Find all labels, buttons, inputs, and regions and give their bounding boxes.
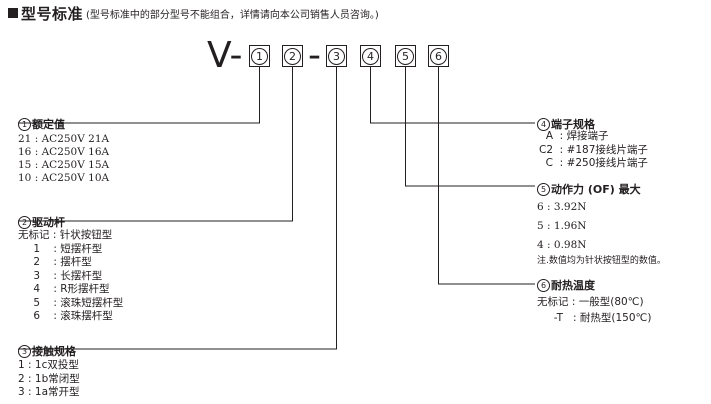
actuator-desc: 滚珠摆杆型 bbox=[60, 310, 113, 322]
actuator-desc: 摆杆型 bbox=[60, 256, 92, 268]
terminal-code: A bbox=[545, 130, 553, 142]
heat-code: -T bbox=[553, 312, 563, 324]
actuator-desc: R形摆杆型 bbox=[60, 283, 110, 295]
actuator-code: 2 bbox=[33, 256, 40, 268]
heat-row: 无标记 : 一般型(80℃) bbox=[537, 296, 644, 308]
actuator-code: 无标记 bbox=[18, 229, 50, 241]
connector-3 bbox=[18, 67, 337, 350]
section-actuator-list: 无标记 : 针状按钮型 1 : 短摆杆型 2 : 摆杆型 3 : 长摆杆型 4 … bbox=[18, 229, 123, 324]
section-heat-title: 耐热温度 bbox=[551, 279, 595, 292]
slot-number-2: 2 bbox=[284, 47, 301, 65]
terminal-desc: #250接线片端子 bbox=[566, 157, 648, 169]
terminal-desc: 焊接端子 bbox=[566, 130, 609, 142]
slot-number-5: 5 bbox=[397, 47, 414, 65]
actuator-desc: 长摆杆型 bbox=[60, 269, 103, 282]
connector-4 bbox=[370, 67, 535, 124]
slot-box-6: 6 bbox=[428, 45, 449, 67]
terminal-code: C bbox=[545, 157, 553, 169]
slot-box-5: 5 bbox=[395, 45, 416, 67]
section-actuator-title: 驱动杆 bbox=[32, 216, 65, 229]
contact-row: 1 : 1c双投型 bbox=[18, 359, 79, 371]
title-square-icon bbox=[8, 8, 18, 18]
force-note: 注.数值均为针状按钮型的数值。 bbox=[537, 256, 666, 266]
actuator-row: 2 : 摆杆型 bbox=[18, 256, 123, 270]
terminal-code: C2 bbox=[538, 143, 553, 156]
section-force-title: 动作力 (OF) 最大 bbox=[551, 183, 641, 196]
terminal-row: C2 : #187接线片端子 bbox=[538, 143, 648, 156]
actuator-desc: 短摆杆型 bbox=[60, 242, 103, 255]
section-rated-number: 1 bbox=[18, 118, 31, 131]
actuator-desc: 滚珠短摆杆型 bbox=[60, 296, 124, 309]
section-rated-list: 21 : AC250V 21A 16 : AC250V 16A 15 : AC2… bbox=[18, 133, 109, 185]
part-prefix: V- bbox=[207, 35, 243, 76]
section-heat-number: 6 bbox=[537, 279, 550, 292]
force-row: 5 : 1.96N bbox=[537, 220, 587, 232]
rated-row: 10 : AC250V 10A bbox=[18, 172, 110, 184]
part-dash: - bbox=[308, 35, 321, 76]
force-row: 4 : 0.98N bbox=[537, 239, 587, 251]
rated-row: 16 : AC250V 16A bbox=[18, 146, 110, 158]
actuator-row: 3 : 长摆杆型 bbox=[18, 270, 123, 284]
actuator-code: 6 bbox=[33, 310, 40, 322]
slot-box-2: 2 bbox=[282, 45, 303, 67]
page-title: 型号标准 bbox=[21, 4, 84, 23]
connector-1 bbox=[18, 67, 260, 124]
actuator-code: 4 bbox=[33, 283, 40, 295]
actuator-code: 3 bbox=[33, 269, 40, 282]
actuator-row: 5 : 滚珠短摆杆型 bbox=[18, 297, 123, 311]
section-contact-list: 1 : 1c双投型 2 : 1b常闭型 3 : 1a常开型 bbox=[18, 359, 80, 400]
title-row: 型号标准 (型号标准中的部分型号不能组合，详情请向本公司销售人员咨询。) bbox=[8, 4, 379, 23]
terminal-row: A : 焊接端子 bbox=[537, 130, 648, 144]
slot-box-1: 1 bbox=[249, 45, 270, 67]
section-force-list: 6 : 3.92N 5 : 1.96N 4 : 0.98N bbox=[537, 198, 586, 255]
section-actuator-number: 2 bbox=[18, 216, 31, 229]
section-contact-number: 3 bbox=[18, 345, 31, 358]
actuator-row: 6 : 滚珠摆杆型 bbox=[18, 310, 123, 324]
section-rated-title: 额定值 bbox=[32, 118, 65, 131]
connector-5 bbox=[405, 67, 535, 187]
section-force-number: 5 bbox=[537, 183, 550, 196]
actuator-desc: 针状按钮型 bbox=[59, 229, 113, 241]
actuator-code: 5 bbox=[33, 296, 40, 309]
connector-2 bbox=[18, 67, 293, 222]
slot-number-3: 3 bbox=[328, 47, 345, 65]
contact-row: 2 : 1b常闭型 bbox=[18, 372, 80, 385]
page-title-note: (型号标准中的部分型号不能组合，详情请向本公司销售人员咨询。) bbox=[86, 9, 379, 21]
terminal-desc: #187接线片端子 bbox=[566, 143, 648, 156]
section-heat-list: 无标记 : 一般型(80℃) -T : 耐热型(150℃) bbox=[537, 294, 651, 326]
force-row: 6 : 3.92N bbox=[537, 201, 587, 213]
section-terminal-title: 端子规格 bbox=[551, 118, 595, 131]
actuator-row: 无标记 : 针状按钮型 bbox=[18, 229, 113, 241]
slot-number-4: 4 bbox=[362, 47, 379, 65]
section-contact-title: 接触规格 bbox=[32, 345, 76, 358]
slot-number-6: 6 bbox=[430, 47, 447, 65]
actuator-code: 1 bbox=[33, 242, 40, 255]
rated-row: 21 : AC250V 21A bbox=[18, 133, 110, 145]
heat-code: 无标记 bbox=[537, 296, 569, 308]
connector-6 bbox=[438, 67, 535, 285]
section-terminal-number: 4 bbox=[537, 118, 550, 131]
section-terminal-list: A : 焊接端子 C2 : #187接线片端子 C : #250接线片端子 bbox=[537, 130, 648, 171]
heat-desc: 耐热型(150℃) bbox=[579, 312, 652, 324]
actuator-row: 1 : 短摆杆型 bbox=[18, 243, 123, 257]
slot-number-1: 1 bbox=[251, 47, 268, 65]
contact-row: 3 : 1a常开型 bbox=[18, 386, 80, 398]
heat-desc: 一般型(80℃) bbox=[578, 296, 644, 308]
slot-box-3: 3 bbox=[326, 45, 347, 67]
slot-box-4: 4 bbox=[360, 45, 381, 67]
rated-row: 15 : AC250V 15A bbox=[18, 159, 110, 171]
terminal-row: C : #250接线片端子 bbox=[537, 157, 648, 171]
actuator-row: 4 : R形摆杆型 bbox=[18, 283, 123, 297]
heat-row: -T : 耐热型(150℃) bbox=[537, 310, 652, 326]
